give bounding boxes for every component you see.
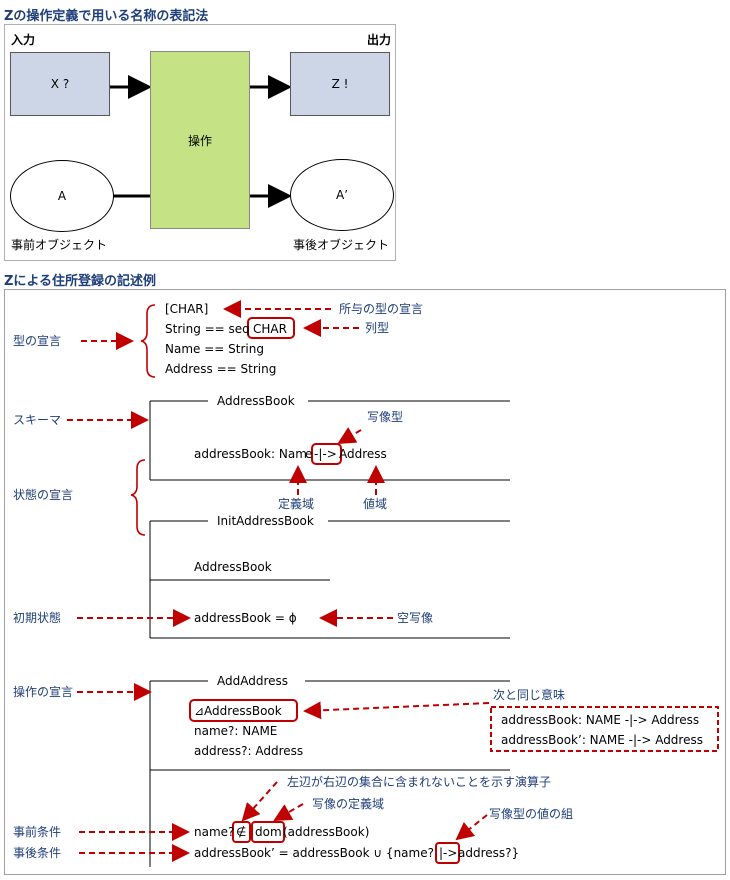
empty-map-note: 空写像 (397, 611, 434, 625)
seq-type-note: 列型 (365, 321, 390, 335)
post-arrow: |-> (439, 846, 458, 860)
addressbook-decl-arrow: -|-> (314, 447, 337, 461)
pre-name: name? (194, 825, 235, 839)
type-decl-line-1: [CHAR] (165, 302, 209, 316)
addressbook-decl-e: e (305, 447, 313, 461)
state-decl-label: 状態の宣言 (13, 488, 74, 502)
before-state-label: A (57, 189, 67, 203)
same-meaning-note: 次と同じ意味 (493, 688, 566, 702)
pre-notin: ∉ (236, 825, 247, 839)
delta-highlight (189, 699, 298, 722)
schema-addaddress-title: AddAddress (217, 674, 289, 688)
post-suffix: address?} (458, 846, 520, 860)
after-object-label: 事後オブジェクト (293, 238, 390, 252)
addressbook-decl-prefix: addressBook: Nam (194, 447, 307, 461)
pair-note: 写像型の値の組 (489, 807, 574, 821)
char-highlight (247, 317, 295, 339)
op-decl-label: 操作の宣言 (13, 685, 74, 699)
type-decl-line-3: Name == String (165, 342, 264, 356)
type-decl-line-2: String == seq (165, 322, 250, 336)
naming-notation-panel: 入力 出力 X ? 操作 Z ! A A’ 事前オブジェクト 事後オブジェクト (4, 24, 396, 261)
init-state-label: 初期状態 (13, 611, 62, 625)
pfun-arrow-highlight (311, 443, 342, 465)
domain-note: 定義域 (278, 497, 315, 511)
decl-name: name?: NAME (194, 724, 278, 738)
panel1-title: Zの操作定義で用いる名称の表記法 (4, 9, 209, 24)
delta-addressbook: ⊿AddressBook (194, 704, 282, 718)
init-predicate: addressBook = ϕ (194, 611, 297, 625)
input-box: X ? (10, 52, 110, 116)
output-label: 出力 (367, 33, 392, 47)
operator-note: 左辺が右辺の集合に含まれないことを示す演算子 (287, 775, 552, 789)
precondition-label: 事前条件 (13, 825, 62, 839)
postcondition-label: 事後条件 (13, 846, 62, 860)
dom-highlight (251, 821, 285, 843)
schema-lines-and-arrows (67, 300, 719, 867)
pre-dom: dom (255, 825, 282, 839)
notin-highlight (232, 821, 251, 843)
schema-init-title: InitAddressBook (217, 514, 314, 528)
maplet-highlight (435, 842, 460, 864)
output-box: Z ! (290, 52, 390, 116)
dom-note: 写像の定義域 (312, 797, 385, 811)
schema-label: スキーマ (13, 413, 62, 427)
decl-address: address?: Address (194, 744, 304, 758)
panel2-title: Zによる住所登録の記述例 (4, 274, 157, 289)
operation-box: 操作 (150, 51, 250, 229)
mapping-type-note: 写像型 (367, 410, 404, 424)
type-decl-label: 型の宣言 (13, 334, 62, 348)
type-decl-line-4: Address == String (165, 362, 277, 376)
range-note: 値域 (363, 497, 388, 511)
init-include: AddressBook (194, 560, 272, 574)
schema-addressbook-title: AddressBook (217, 394, 295, 408)
input-label: 入力 (11, 33, 36, 47)
post-prefix: addressBook’ = addressBook ∪ {name? (194, 846, 434, 860)
input-box-label: X ? (50, 77, 70, 91)
state-decl-brace (130, 459, 146, 536)
addressbook-decl-suffix: Address (339, 447, 387, 461)
after-state-ellipse: A’ (290, 159, 394, 231)
after-state-label: A’ (335, 188, 349, 202)
given-type-note: 所与の型の宣言 (339, 302, 424, 316)
address-registration-panel: [CHAR] String == seq CHAR Name == String… (4, 289, 726, 875)
before-object-label: 事前オブジェクト (11, 238, 108, 252)
type-decl-char: CHAR (253, 322, 287, 336)
pre-rest: (addressBook) (283, 825, 370, 839)
type-decl-brace (140, 304, 156, 378)
equiv-line-1: addressBook: NAME -|-> Address (501, 713, 700, 727)
equivalent-box (490, 706, 719, 752)
output-box-label: Z ! (331, 77, 349, 91)
equiv-line-2: addressBook’: NAME -|-> Address (501, 733, 703, 747)
before-state-ellipse: A (10, 160, 114, 232)
operation-box-label: 操作 (187, 133, 212, 148)
